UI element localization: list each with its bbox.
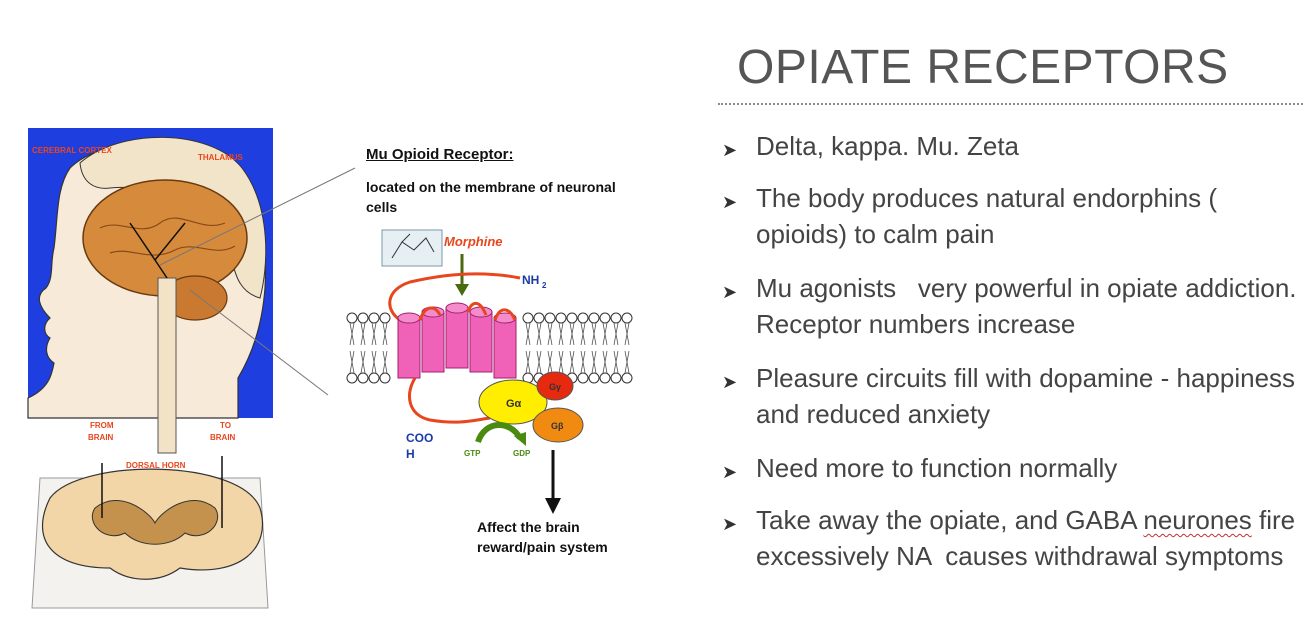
phospholipid-head [357,372,369,384]
c-terminal-chain [408,377,491,424]
phospholipid-head [555,312,567,324]
phospholipid-head [379,372,391,384]
to-brain-label-line1: TO [220,421,231,430]
spellcheck-flagged-word: neurones [1143,505,1252,535]
bullet-text: Mu agonists very powerful in opiate addi… [756,273,1297,339]
gtp-gdp-arrow [475,422,523,444]
from-brain-label-line1: FROM [90,421,114,430]
phospholipid-head [588,372,600,384]
bullet-item: ➤ The body produces natural endorphins (… [722,180,1297,252]
gdp-label: GDP [513,449,531,458]
phospholipid-head [588,312,600,324]
lipid-tail [360,322,366,374]
molecule-bonds [391,233,435,259]
g-beta-label: Gβ [551,421,564,431]
extracellular-loops [418,301,517,321]
n-terminal-chain [388,272,521,322]
g-alpha-label: Gα [506,398,522,410]
g-alpha-subunit [478,379,548,425]
receptor-subheading: located on the membrane of neuronal cell… [366,179,616,215]
cerebral-cortex-label: CEREBRAL CORTEX [32,146,113,155]
phospholipid-head [610,312,622,324]
morphine-label: Morphine [444,234,503,249]
lipid-tail [613,322,619,374]
phospholipid-head [368,372,380,384]
bullet-text: The body produces natural endorphins ( o… [756,183,1218,249]
bullet-item: ➤ Pleasure circuits fill with dopamine -… [722,360,1297,432]
title-divider [718,103,1303,105]
phospholipid-head [621,312,633,324]
phospholipid-head [533,312,545,324]
effect-caption: Affect the brain reward/pain system [477,519,608,555]
bullet-item: ➤ Mu agonists very powerful in opiate ad… [722,270,1297,342]
arrow-bullet-icon: ➤ [722,462,738,482]
phospholipid-head [346,312,358,324]
lipid-tail [525,322,531,374]
arrow-bullet-icon: ➤ [722,192,738,212]
bullet-text: Need more to function normally [756,453,1118,483]
lipid-tail [602,322,608,374]
bullet-text-part: fire excessively NA causes withdrawal sy… [756,505,1303,571]
phospholipid-head [566,312,578,324]
bullet-text: Delta, kappa. Mu. Zeta [756,131,1020,161]
phospholipid-head [577,312,589,324]
nh2-label: NH [522,273,539,287]
lipid-tail [624,322,630,374]
phospholipid-head [379,312,391,324]
lipid-tail [580,322,586,374]
receptor-heading: Mu Opioid Receptor: [366,146,514,163]
gray-matter [91,500,219,545]
g-beta-subunit [532,407,584,443]
cell-membrane [346,312,633,384]
gtp-gdp-arrowhead [514,432,526,446]
bullet-list: ➤ Delta, kappa. Mu. Zeta ➤ The body prod… [722,128,1297,574]
phospholipid-head [599,312,611,324]
phospholipid-head [346,372,358,384]
arrow-bullet-icon: ➤ [722,372,738,392]
thalamus-label: THALAMUS [198,153,244,162]
bullet-text-part: Take away the opiate, and GABA [756,505,1144,535]
g-gamma-label: Gγ [549,382,561,392]
phospholipid-head [357,312,369,324]
slide-title: OPIATE RECEPTORS [737,41,1229,94]
lipid-tail [591,322,597,374]
arrow-bullet-icon: ➤ [722,514,738,534]
nh2-subscript: 2 [542,281,547,290]
bullet-item: ➤ Need more to function normally [722,450,1297,486]
gtp-label: GTP [464,449,481,458]
from-brain-label-line2: BRAIN [88,433,114,442]
morphine-molecule-icon [381,229,443,267]
lipid-tail [558,322,564,374]
to-brain-label-line2: BRAIN [210,433,236,442]
phospholipid-head [610,372,622,384]
lipid-tail [349,322,355,374]
lipid-tail [536,322,542,374]
transmembrane-helices [397,302,517,379]
receptor-diagram: Morphine NH 2 COO H Gα Gγ Gβ GTP GDP [346,229,633,514]
cooh-label-h: H [406,447,415,461]
phospholipid-head [577,372,589,384]
lipid-tail [569,322,575,374]
brain-spinal-cord-illustration: CEREBRAL CORTEX THALAMUS FROM BRAIN TO B… [27,128,273,609]
g-gamma-subunit [536,371,574,401]
dorsal-horn-label: DORSAL HORN [126,461,186,470]
lipid-tail [382,322,388,374]
cooh-label: COO [406,431,433,445]
lipid-tail [547,322,553,374]
spinal-cord [157,277,177,454]
bullet-item: ➤ Take away the opiate, and GABA neurone… [722,502,1297,574]
bullet-text: Pleasure circuits fill with dopamine - h… [756,363,1296,429]
lipid-tail [371,322,377,374]
arrow-bullet-icon: ➤ [722,282,738,302]
phospholipid-head [368,312,380,324]
phospholipid-head [599,372,611,384]
phospholipid-head [522,312,534,324]
phospholipid-head [544,312,556,324]
phospholipid-head [621,372,633,384]
arrow-bullet-icon: ➤ [722,140,738,160]
bullet-item: ➤ Delta, kappa. Mu. Zeta [722,128,1297,164]
effect-arrowhead [545,498,561,514]
binding-arrowhead [455,284,469,296]
